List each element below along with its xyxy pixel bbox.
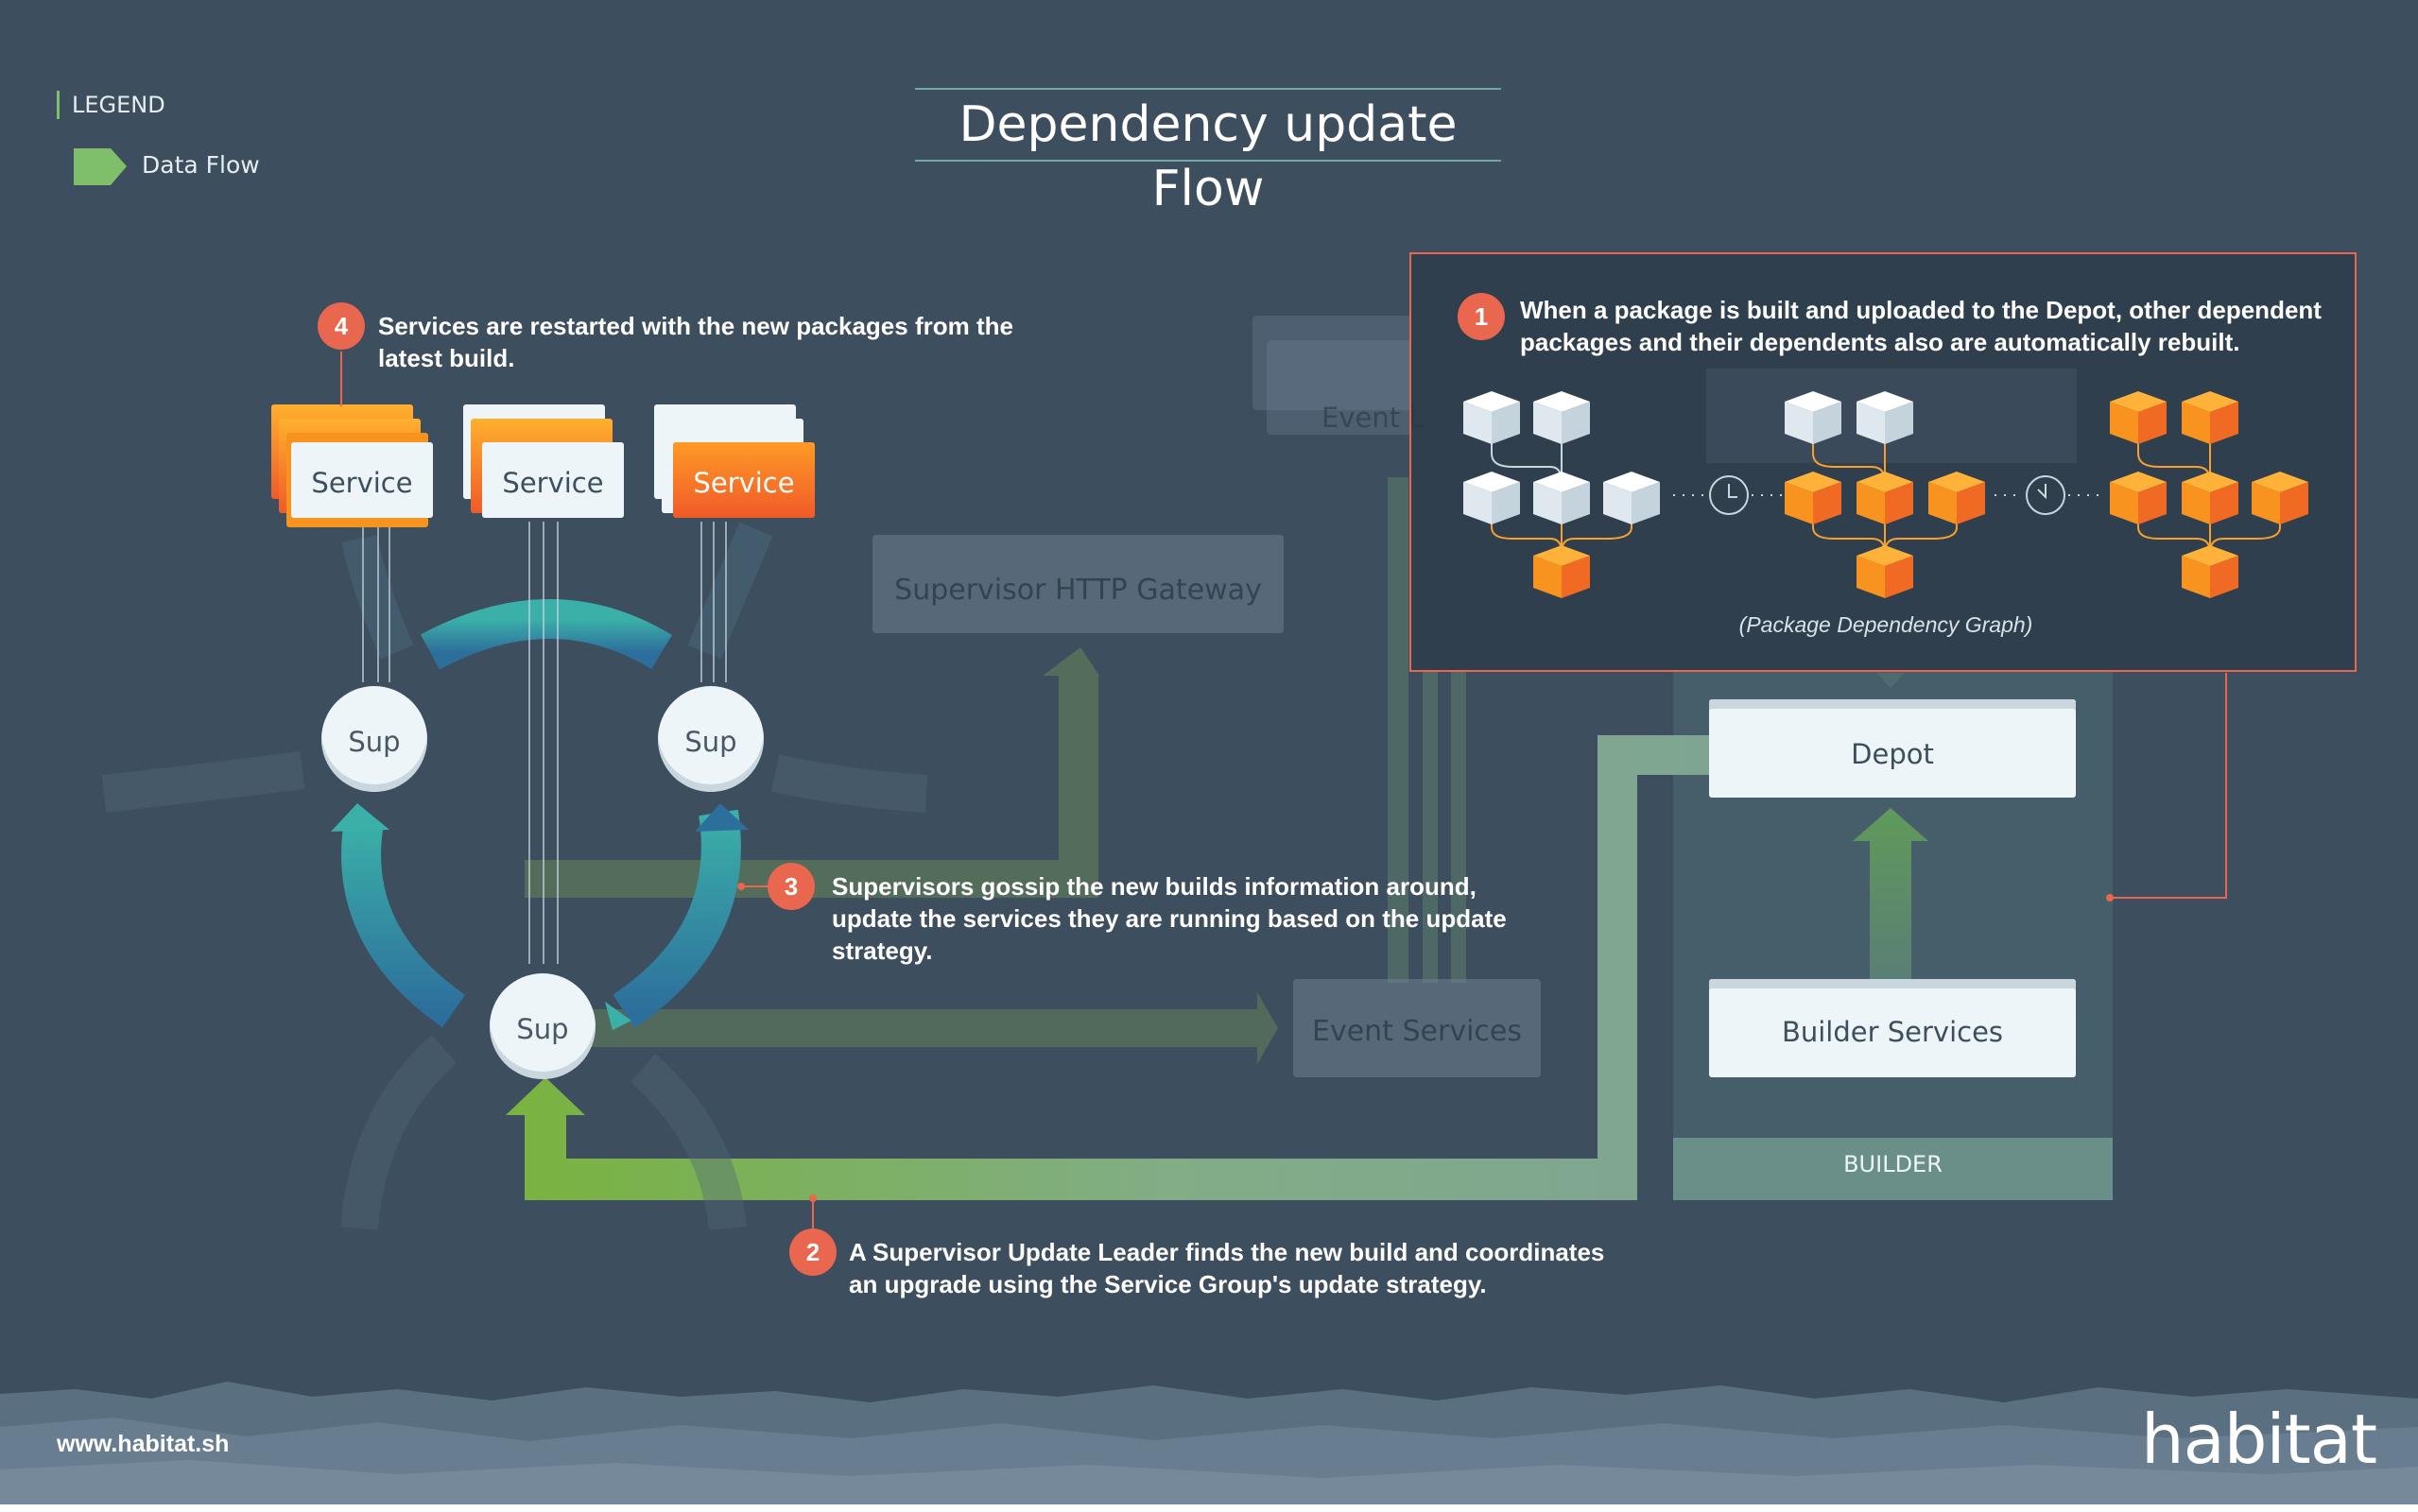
package-cube <box>1857 391 1913 444</box>
step-3-text: Supervisors gossip the new builds inform… <box>832 872 1507 965</box>
package-cube <box>1785 391 1841 444</box>
legend-heading: LEGEND <box>72 92 165 118</box>
page-title: Dependency update Flow <box>959 96 1458 217</box>
supervisor-node-bottom: Sup <box>490 973 596 1079</box>
supervisor-node-right: Sup <box>658 686 764 792</box>
clock-icon <box>1709 475 1749 515</box>
package-cube-rebuilt <box>2252 472 2308 524</box>
step-4-badge: 4 <box>318 302 365 350</box>
graph-caption: (Package Dependency Graph) <box>1738 612 2033 637</box>
supervisor-node-left: Sup <box>321 686 427 792</box>
package-cube-rebuilt <box>1928 472 1985 524</box>
gossip-arc-top <box>421 599 672 670</box>
package-cube <box>1533 391 1590 444</box>
builder-label-bar <box>1673 1138 2113 1200</box>
package-cube <box>1603 472 1660 524</box>
package-cube-rebuilt <box>2182 472 2238 524</box>
gossip-arc-left <box>341 818 466 1028</box>
package-cube-rebuilt <box>1857 545 1913 598</box>
footer-url[interactable]: www.habitat.sh <box>57 1431 230 1457</box>
builder-label: BUILDER <box>1843 1151 1943 1177</box>
depot-box: Depot <box>1709 699 2076 798</box>
supervisor-http-gateway: Supervisor HTTP Gateway <box>872 535 1284 633</box>
step-2-text: A Supervisor Update Leader finds the new… <box>849 1238 1605 1298</box>
step-1-text: When a package is built and uploaded to … <box>1520 296 2322 356</box>
builder-to-depot-arrow <box>1853 808 1928 983</box>
event-flow-arrow <box>586 992 1278 1064</box>
package-cube-rebuilt <box>2110 391 2167 444</box>
service-box-3: Service <box>673 442 815 518</box>
habitat-logo: habitat <box>2141 1400 2377 1479</box>
package-cube-rebuilt <box>1533 545 1590 598</box>
legend-item-data-flow: Data Flow <box>142 151 260 179</box>
package-cube-rebuilt <box>2110 472 2167 524</box>
package-cube-rebuilt <box>2182 545 2238 598</box>
clock-icon <box>2026 475 2065 515</box>
step-3-badge: 3 <box>768 863 815 910</box>
service-box-1: Service <box>291 442 433 518</box>
data-flow-legend-icon <box>74 148 127 185</box>
gateway-flow-arrow <box>525 647 1099 898</box>
package-cube <box>1533 472 1590 524</box>
event-services-box-rear: Event L <box>1321 402 1425 434</box>
step-1-badge: 1 <box>1458 293 1505 340</box>
package-cube <box>1463 391 1520 444</box>
builder-services-box: Builder Services <box>1709 979 2076 1077</box>
service-box-2: Service <box>482 442 624 518</box>
package-cube-rebuilt <box>1857 472 1913 524</box>
package-cube <box>1463 472 1520 524</box>
step-2-badge: 2 <box>789 1228 837 1276</box>
package-cube-rebuilt <box>1785 472 1841 524</box>
package-cube-rebuilt <box>2182 391 2238 444</box>
event-services-box: Event Services <box>1293 979 1541 1077</box>
step-4-text: Services are restarted with the new pack… <box>378 312 1013 372</box>
gossip-arc-right <box>613 809 741 1028</box>
